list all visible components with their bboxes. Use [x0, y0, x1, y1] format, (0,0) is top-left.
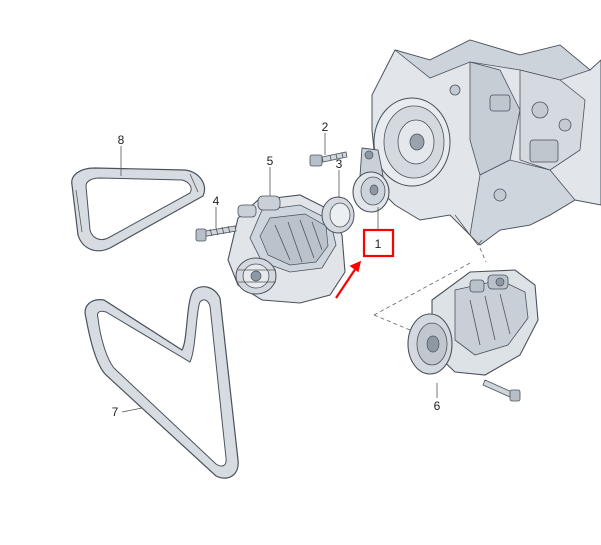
bolt-alternator	[195, 225, 237, 242]
leader-lines	[120, 133, 438, 413]
red-arrow-icon	[335, 260, 362, 299]
alternator	[227, 194, 346, 304]
assembly-lines	[373, 247, 487, 331]
belt-short	[71, 167, 206, 252]
callout-5: 5	[267, 154, 274, 168]
ac-compressor	[407, 269, 539, 376]
callout-8: 8	[118, 133, 125, 147]
crank-pulley	[373, 97, 451, 187]
belt-long	[84, 286, 239, 479]
callout-3: 3	[336, 157, 343, 171]
callout-7: 7	[112, 405, 119, 419]
bolt-compressor	[482, 379, 521, 402]
bolt-top	[309, 151, 348, 167]
highlight-box	[362, 228, 395, 258]
callout-1: 1	[375, 237, 382, 251]
tensioner	[352, 147, 390, 213]
engine-block	[371, 39, 601, 246]
callout-2: 2	[322, 120, 329, 134]
cap	[321, 196, 355, 234]
callout-4: 4	[213, 194, 220, 208]
callout-6: 6	[434, 399, 441, 413]
callout-labels: 8 2 5 3 4 6 7	[112, 120, 441, 419]
highlight: 1	[335, 228, 395, 299]
